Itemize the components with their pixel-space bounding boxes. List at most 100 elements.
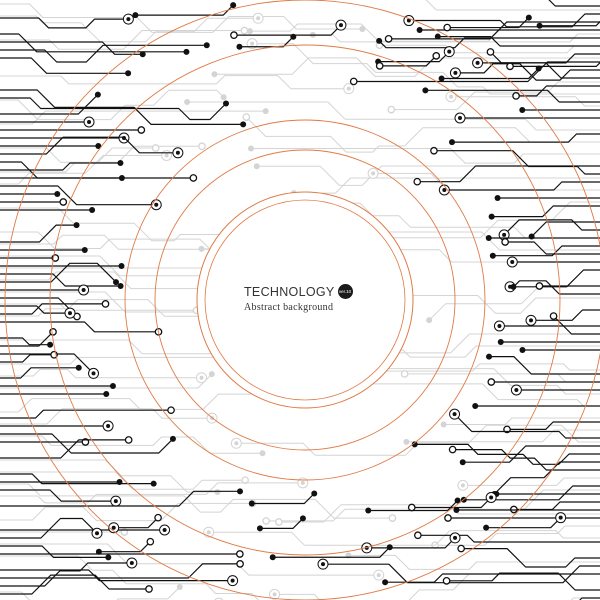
circuit-trace [0,433,174,454]
circuit-trace [0,155,167,185]
circuit-trace [312,33,600,43]
trace-node [198,142,206,151]
trace-node [365,507,372,514]
trace-node [403,438,410,445]
trace-node [489,495,494,500]
trace-node [47,341,54,348]
trace-node [154,202,159,207]
circuit-trace [366,537,456,549]
trace-node [117,282,124,289]
trace-node [235,550,244,558]
circuit-trace [0,30,245,50]
circuit-trace [553,315,600,335]
trace-node [208,371,215,378]
trace-node [454,497,461,504]
trace-node [49,328,57,336]
trace-node [376,573,381,578]
trace-node [371,171,376,176]
trace-node [448,445,457,454]
trace-node [150,480,157,487]
trace-node [382,579,389,586]
trace-node [487,378,496,386]
trace-node [223,100,230,107]
circuit-trace [0,185,157,206]
trace-node [154,513,162,522]
trace-node [434,33,441,40]
trace-node [519,107,526,113]
trace-node [206,530,211,535]
trace-node [512,92,520,100]
accent-ring [124,119,486,481]
trace-node [129,560,134,565]
trace-node [413,177,422,186]
circuit-trace [0,473,154,485]
circuit-trace [0,393,288,413]
trace-node [274,518,283,526]
circuit-trace [98,541,151,553]
trace-node [146,537,155,546]
trace-node [311,490,318,497]
circuit-trace [0,303,106,315]
trace-node [457,116,462,120]
trace-node [112,279,119,286]
trace-node [67,311,72,316]
circuit-trace [0,482,303,504]
trace-node [94,91,101,98]
trace-node [529,318,534,323]
circuit-trace [462,445,600,463]
trace-node [489,252,496,259]
trace-node [73,222,80,229]
trace-node [414,531,422,540]
circuit-trace [512,280,600,295]
circuit-trace [0,89,224,121]
trace-node [109,383,116,389]
circuit-trace [251,148,600,164]
trace-node [236,488,243,495]
circuit-trace [0,331,54,347]
trace-node [132,12,139,19]
circuit-trace [187,101,600,131]
circuit-trace [505,241,600,255]
trace-node [139,51,146,58]
trace-node [290,33,297,40]
trace-node [248,145,255,152]
trace-node [105,554,112,561]
trace-node [54,191,61,197]
trace-node [269,554,276,561]
circuit-trace [0,562,132,587]
title-row: TECHNOLOGY ver.10 [244,284,364,299]
circuit-trace [368,500,459,512]
circuit-trace [385,573,600,583]
trace-node [497,339,504,345]
trace-node [406,18,411,23]
trace-node [320,562,325,567]
circuit-trace [0,17,129,29]
trace-node [416,27,423,33]
circuit-trace [531,309,600,321]
circuit-trace [404,373,600,383]
trace-node [359,26,366,33]
circuit-trace [0,273,121,287]
circuit-trace [323,563,600,584]
trace-node [124,436,133,444]
circuit-trace [461,548,600,568]
circuit-trace [493,461,600,495]
circuit-trace [0,89,244,125]
trace-node [535,282,544,290]
trace-node [497,324,502,328]
trace-node [510,283,517,290]
trace-node [449,94,454,99]
circuit-trace [0,483,393,519]
concentric-rings [4,0,600,600]
circuit-trace [0,94,99,115]
trace-node [234,441,239,446]
circuit-trace [531,221,600,238]
circuit-trace [208,530,600,546]
trace-node [91,371,96,376]
trace-node [444,514,452,522]
circuit-trace [503,219,600,236]
inner-ring-2 [204,199,406,401]
trace-node [472,403,479,409]
trace-node [95,548,102,555]
